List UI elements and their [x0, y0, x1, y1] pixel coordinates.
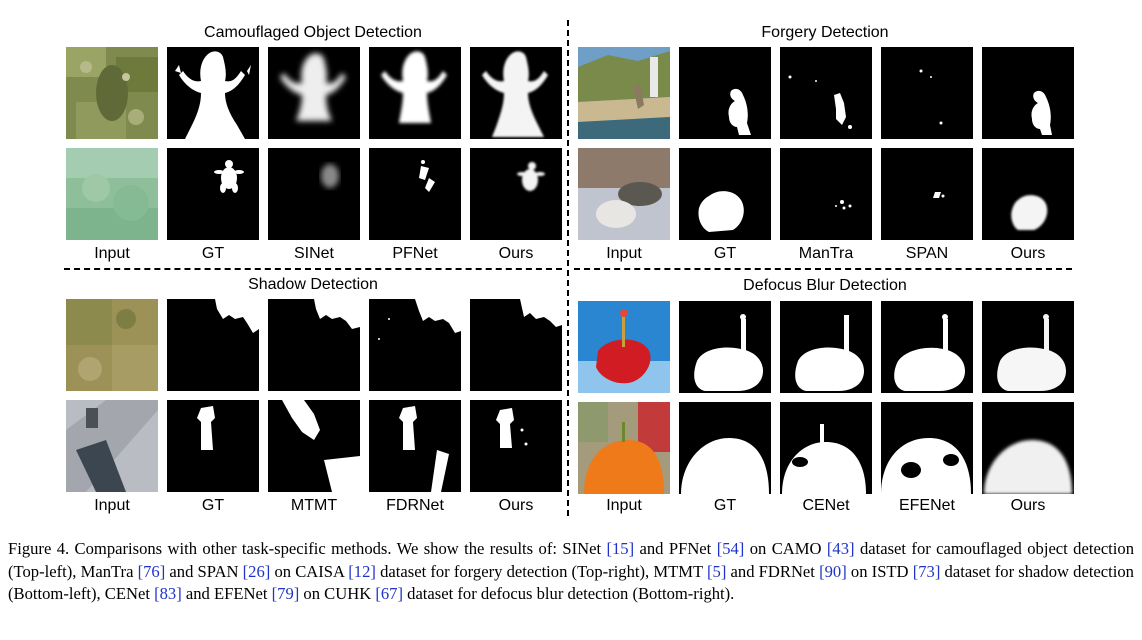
col-label-ours: Ours [498, 497, 534, 514]
citation-link[interactable]: [54] [716, 539, 745, 558]
col-label-ours: Ours [498, 245, 534, 262]
col-label-span: SPAN [905, 245, 949, 262]
col-label-sinet: SINet [293, 245, 334, 262]
ours-mask-grass [470, 299, 562, 391]
quadrant-title: Forgery Detection [761, 24, 889, 41]
citation-link[interactable]: [90] [819, 561, 847, 581]
input-image-beach [578, 47, 670, 139]
citation-link[interactable]: [83] [154, 584, 182, 603]
caption-text: and FDRNet [726, 561, 820, 581]
citation-link[interactable]: [43] [826, 539, 855, 558]
col-label-input: Input [94, 497, 130, 514]
citation-link[interactable]: [79] [271, 584, 300, 603]
caption-text: dataset for forgery detection (Top-right… [375, 561, 708, 581]
ours-mask-kangaroo [982, 47, 1074, 139]
caption-text: on CAISA [270, 561, 349, 581]
caption-text: dataset for camouflaged object detection… [8, 539, 1134, 581]
input-image-pavement [66, 400, 158, 492]
quadrant-title: Camouflaged Object Detection [204, 24, 422, 41]
ours-mask-lizard [470, 47, 562, 139]
gt-mask-orange [679, 402, 771, 494]
col-label-ours: Ours [1010, 497, 1046, 514]
gt-mask-turtle [167, 148, 259, 240]
col-label-gt: GT [713, 245, 737, 262]
efenet-mask-orange [881, 402, 973, 494]
fdrnet-mask-grass [369, 299, 461, 391]
col-label-ours: Ours [1010, 245, 1046, 262]
col-label-input: Input [606, 245, 642, 262]
ours-mask-flower [982, 301, 1074, 393]
span-mask-kangaroo [881, 47, 973, 139]
col-label-input: Input [94, 245, 130, 262]
quadrant-title: Shadow Detection [248, 276, 378, 293]
gt-mask-grass [167, 299, 259, 391]
fdrnet-mask-pavement [369, 400, 461, 492]
span-mask-sheep [881, 148, 973, 240]
input-image-grass [66, 299, 158, 391]
input-image-orange [578, 402, 670, 494]
horizontal-divider-left [64, 268, 562, 270]
caption-text: and EFENet [181, 584, 272, 603]
citation-link[interactable]: [26] [242, 561, 271, 581]
col-label-cenet: CENet [802, 497, 850, 514]
citation-link[interactable]: [73] [912, 561, 941, 581]
vertical-divider [567, 20, 569, 516]
mtmt-mask-grass [268, 299, 360, 391]
col-label-mantra: ManTra [798, 245, 854, 262]
pfnet-mask-turtle [369, 148, 461, 240]
citation-link[interactable]: [15] [606, 539, 635, 558]
col-label-efenet: EFENet [898, 497, 955, 514]
caption-text: on ISTD [846, 561, 913, 581]
col-label-input: Input [606, 497, 642, 514]
col-label-gt: GT [201, 245, 225, 262]
cenet-mask-flower [780, 301, 872, 393]
input-image-lizard [66, 47, 158, 139]
gt-mask-pavement [167, 400, 259, 492]
input-image-bear-sheep [578, 148, 670, 240]
mantra-mask-kangaroo [780, 47, 872, 139]
ours-mask-orange [982, 402, 1074, 494]
sinet-mask-turtle [268, 148, 360, 240]
quadrant-title: Defocus Blur Detection [743, 277, 907, 294]
citation-link[interactable]: [67] [375, 584, 403, 603]
col-label-gt: GT [201, 497, 225, 514]
caption-text: dataset for shadow detection (Bottom-lef… [8, 561, 1134, 604]
efenet-mask-flower [881, 301, 973, 393]
caption-text: on CAMO [744, 539, 827, 558]
citation-link[interactable]: [5] [707, 561, 727, 581]
quadrant-defocus: Defocus Blur Detection [578, 272, 1074, 522]
gt-mask-lizard [167, 47, 259, 139]
figure-caption: Figure 4. Comparisons with other task-sp… [8, 538, 1134, 606]
mantra-mask-sheep [780, 148, 872, 240]
ours-mask-sheep [982, 148, 1074, 240]
col-label-pfnet: PFNet [392, 245, 438, 262]
col-label-gt: GT [713, 497, 737, 514]
ours-mask-turtle [470, 148, 562, 240]
pfnet-mask-lizard [369, 47, 461, 139]
sinet-mask-lizard [268, 47, 360, 139]
quadrant-forgery: Forgery Detection [578, 0, 1074, 270]
caption-text: dataset for defocus blur detection (Bott… [403, 584, 735, 603]
citation-link[interactable]: [12] [348, 561, 376, 581]
caption-text: Figure 4. Comparisons with other task-sp… [8, 539, 607, 558]
gt-mask-kangaroo [679, 47, 771, 139]
horizontal-divider-right [574, 268, 1072, 270]
input-image-flower [578, 301, 670, 393]
quadrant-camouflaged: Camouflaged Object Detection [66, 0, 562, 270]
ours-mask-pavement [470, 400, 562, 492]
quadrant-shadow: Shadow Detection [66, 272, 562, 522]
gt-mask-flower [679, 301, 771, 393]
caption-text: on CUHK [299, 584, 376, 603]
input-image-turtle [66, 148, 158, 240]
cenet-mask-orange [780, 402, 872, 494]
citation-link[interactable]: [76] [137, 561, 166, 581]
gt-mask-sheep [679, 148, 771, 240]
mtmt-mask-pavement [268, 400, 360, 492]
caption-text: and PFNet [634, 539, 717, 558]
col-label-mtmt: MTMT [290, 497, 338, 514]
col-label-fdrnet: FDRNet [386, 497, 444, 514]
caption-text: and SPAN [165, 561, 243, 581]
